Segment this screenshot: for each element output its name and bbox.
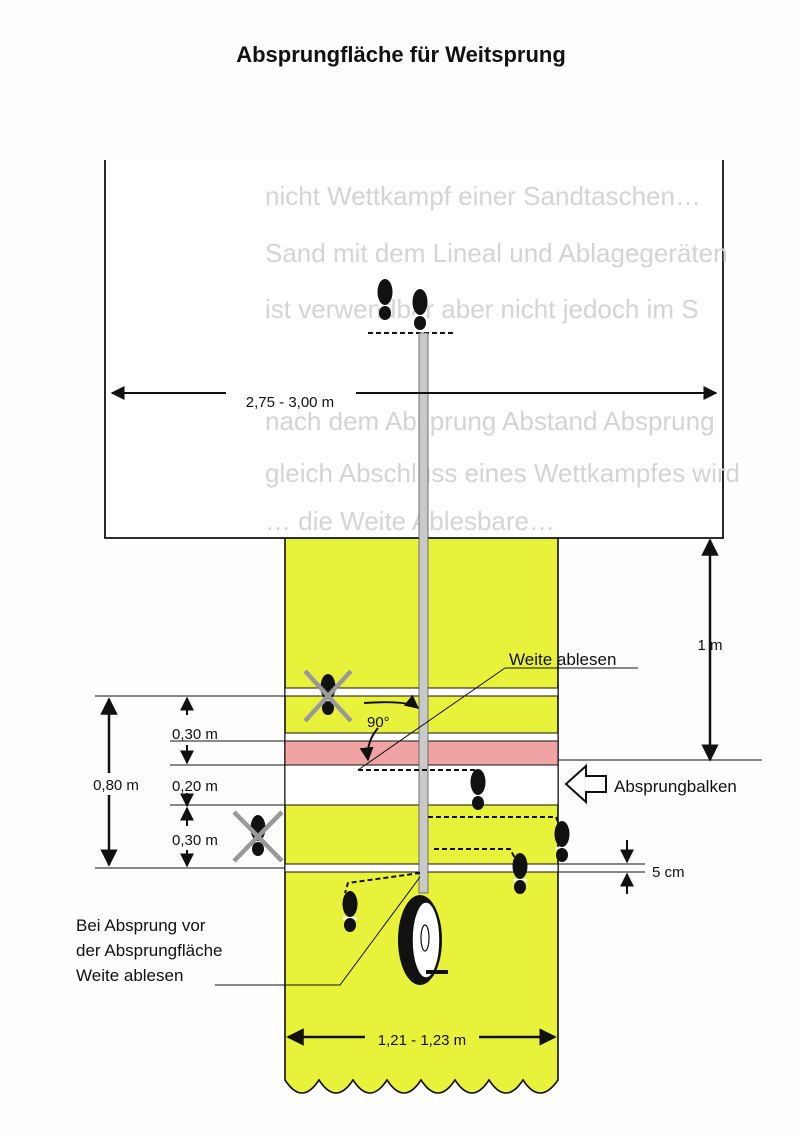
read-distance-leader — [357, 667, 638, 771]
right-angle-arc-lower — [359, 727, 379, 762]
ghost-text: nicht Wettkampf einer Sandtaschen… Sand … — [265, 181, 740, 536]
landing-footprint-right — [412, 289, 428, 330]
takeoff-mark-2 — [428, 816, 561, 828]
invalid-cross-bottom — [232, 810, 284, 863]
ghost-line-5: gleich Abschluss eines Wettkampfes wird — [265, 458, 740, 488]
note-line-2: der Absprungfläche — [76, 941, 223, 960]
takeoff-footprint-1 — [470, 769, 486, 810]
takeoff-board-arrow — [564, 763, 607, 805]
takeoff-footprint-4 — [342, 891, 358, 932]
landing-pit — [105, 160, 723, 538]
zone-bottom-label: 0,30 m — [172, 832, 218, 849]
ghost-line-2: Sand mit dem Lineal und Ablagegeräten — [265, 238, 728, 268]
read-distance-label: Weite ablesen — [509, 650, 616, 669]
takeoff-board-label: Absprungbalken — [614, 777, 737, 796]
note-leader — [215, 876, 421, 986]
right-angle-arc — [363, 694, 420, 709]
zone-total-label: 0,80 m — [93, 777, 139, 794]
tape-reel — [398, 895, 448, 985]
takeoff-footprint-2 — [554, 821, 570, 862]
invalid-cross-top — [303, 669, 353, 723]
measuring-tape — [418, 332, 429, 894]
zone-board-label: 0,20 m — [172, 778, 218, 795]
distance-to-pit-label: 1 m — [697, 637, 722, 654]
diagram-title: Absprungfläche für Weitsprung — [236, 42, 566, 67]
landing-footprint-left — [377, 279, 393, 320]
ghost-line-3: ist verwendbar aber nicht jedoch im S — [265, 294, 699, 324]
right-angle-label: 90° — [367, 714, 390, 731]
runway-width-label: 1,21 - 1,23 m — [378, 1032, 466, 1049]
landing-pit-outline — [104, 160, 724, 539]
takeoff-mark-4 — [344, 872, 421, 894]
takeoff-mark-3 — [434, 848, 517, 861]
pit-width-label: 2,75 - 3,00 m — [246, 394, 334, 411]
ghost-line-1: nicht Wettkampf einer Sandtaschen… — [265, 181, 701, 211]
gap-label: 5 cm — [652, 864, 685, 881]
note-line-3: Weite ablesen — [76, 966, 183, 985]
note-line-1: Bei Absprung vor — [76, 916, 206, 935]
ghost-line-6: … die Weite Ablesbare… — [265, 506, 555, 536]
zone-dimension-lines — [95, 695, 285, 869]
zone-top-label: 0,30 m — [172, 726, 218, 743]
takeoff-footprint-3 — [512, 853, 528, 894]
